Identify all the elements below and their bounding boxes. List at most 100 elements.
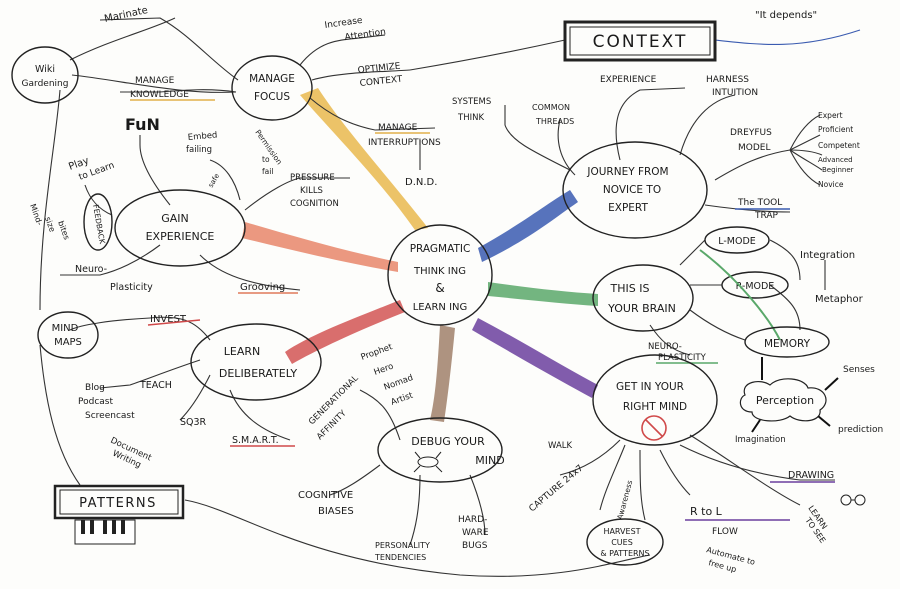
common-line-2: THREADS (535, 117, 574, 126)
senses-label: Senses (843, 365, 875, 375)
wiki-line-1: Wiki (35, 64, 55, 75)
piano-keys-icon (74, 519, 136, 545)
bug-icon (413, 451, 443, 473)
memory-label: MEMORY (764, 338, 811, 350)
feedback-label: FEEDBACK (91, 204, 107, 246)
teach-label: TEACH (139, 380, 172, 391)
hardware-line-1: HARD- (458, 515, 487, 525)
harvest-node (586, 518, 664, 566)
level-expert: Expert (818, 111, 843, 120)
drawing-label: DRAWING (788, 470, 834, 481)
wiki-line-2: Gardening (22, 79, 69, 89)
debug-line-1: DEBUG YOUR (411, 435, 485, 448)
context-label: CONTEXT (593, 32, 688, 52)
common-line-1: COMMON (532, 103, 570, 112)
rmode-label: R-MODE (736, 281, 775, 292)
increase-attention-1: Increase (324, 16, 364, 31)
cognitive-line-1: COGNITIVE (298, 490, 353, 501)
center-line-3: & (435, 281, 444, 295)
glasses-icon (840, 494, 866, 506)
personality-line-2: TENDENCIES (374, 553, 426, 562)
tooltrap-line-2: TRAP (754, 211, 779, 221)
dnd-label: D.N.D. (405, 177, 437, 188)
debug-line-2: MIND (475, 454, 504, 467)
walk-label: WALK (548, 441, 572, 451)
harness-line-1: HARNESS (706, 75, 749, 85)
integration-label: Integration (800, 250, 855, 261)
patterns-label: PATTERNS (79, 496, 157, 511)
dreyfus-line-1: DREYFUS (730, 128, 772, 138)
learn-line-2: DELIBERATELY (219, 367, 297, 380)
blog-label: Blog (85, 383, 105, 393)
branch-gain (242, 222, 398, 272)
harness-line-2: INTUITION (712, 88, 758, 98)
hardware-line-3: BUGS (462, 541, 488, 551)
cognitive-line-2: BIASES (318, 506, 354, 517)
learn-line-1: LEARN (224, 345, 260, 358)
manage-interruptions-2: INTERRUPTIONS (368, 138, 441, 148)
prediction-label: prediction (838, 425, 883, 435)
awareness-label: Awareness (615, 479, 634, 520)
neuro-line-1: Neuro- (75, 264, 107, 275)
mindmaps-line-2: MAPS (54, 337, 82, 348)
level-competent: Competent (818, 141, 860, 150)
marinate-label: Marinate (103, 5, 149, 25)
invest-label: INVEST (150, 314, 187, 325)
level-advanced: Advanced (818, 156, 853, 164)
branch-debug (430, 325, 455, 422)
rmode-node (721, 271, 789, 299)
safe-label: safe (207, 172, 221, 189)
perception-cloud (739, 378, 827, 422)
branch-learn (285, 300, 405, 364)
focus-line-2: FOCUS (254, 91, 290, 103)
optimize-context-1: OPTIMIZE (357, 62, 401, 76)
prophet-label: Prophet (360, 342, 395, 363)
grooving-label: Grooving (240, 282, 285, 293)
journey-line-2: NOVICE TO (603, 184, 661, 196)
focus-line-1: MANAGE (249, 73, 295, 85)
gain-line-2: EXPERIENCE (146, 230, 215, 243)
branch-brain (488, 282, 598, 306)
it-depends-label: "It depends" (755, 10, 817, 21)
journey-line-3: EXPERT (608, 202, 648, 214)
capture-label: CAPTURE 24x7 (528, 463, 586, 514)
center-line-2: THINK ING (413, 266, 466, 277)
systems-line-2: THINK (457, 113, 484, 123)
harvest-line-1: HARVEST (603, 527, 640, 536)
tooltrap-line-1: The TOOL (737, 198, 782, 208)
rightmind-line-2: RIGHT MIND (623, 401, 687, 413)
mindmaps-node (37, 311, 99, 359)
rightmind-node (592, 354, 718, 446)
gain-line-1: GAIN (161, 212, 189, 225)
mindsize-line-1: Mind- (28, 203, 44, 227)
harvest-line-2: CUES (611, 538, 633, 547)
focus-node (231, 55, 313, 121)
rightmind-line-1: GET IN YOUR (616, 381, 684, 393)
neuro2-line-1: NEURO- (648, 342, 682, 352)
experience-label: EXPERIENCE (600, 75, 657, 85)
pressure-line-3: COGNITION (290, 199, 339, 209)
branch-mind (472, 318, 598, 398)
hardware-line-2: WARE (462, 528, 489, 538)
sq3r-label: SQ3R (180, 417, 207, 428)
systems-line-1: SYSTEMS (452, 97, 491, 107)
rtol-label: R to L (690, 505, 723, 518)
brain-node (592, 264, 694, 332)
memory-node (744, 326, 830, 358)
neuro2-line-2: PLASTICITY (658, 353, 707, 363)
optimize-context-2: CONTEXT (359, 75, 403, 89)
metaphor-label: Metaphor (815, 294, 864, 305)
debug-node (377, 417, 503, 483)
pressure-line-2: KILLS (300, 186, 323, 196)
mindsize-line-3: bites (56, 220, 71, 241)
fun-label: FuN (125, 115, 160, 134)
artist-label: Artist (390, 390, 415, 407)
branch-journey (478, 190, 578, 262)
increase-attention-2: Attention (344, 27, 387, 43)
permission-line-2: to (262, 155, 270, 164)
lmode-label: L-MODE (718, 236, 756, 247)
no-sign-icon (641, 415, 667, 441)
level-beginner: Beginner (822, 166, 854, 174)
manage-interruptions-1: MANAGE (378, 123, 418, 133)
branch-focus (300, 88, 428, 230)
